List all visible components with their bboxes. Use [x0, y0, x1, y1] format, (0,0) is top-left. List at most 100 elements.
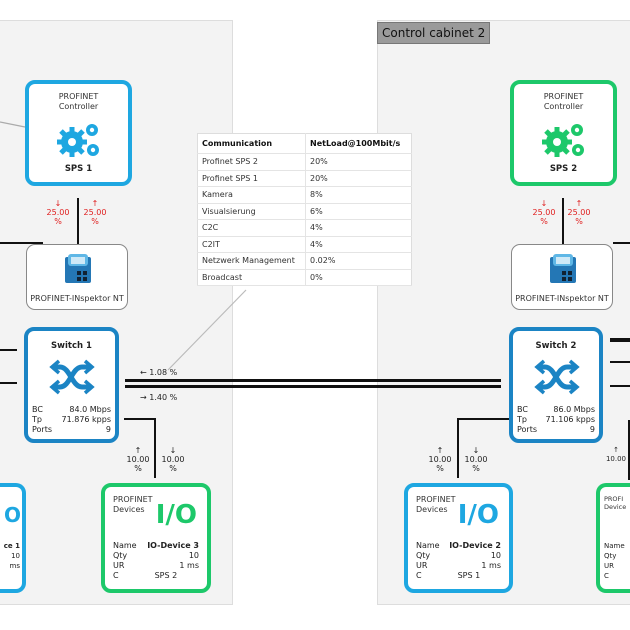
device-qty: Qty [604, 552, 617, 560]
inspector-name: PROFINET-INspektor NT [515, 294, 609, 303]
io-icon: I/O [457, 500, 499, 530]
device-ur: UR [604, 562, 614, 570]
right-io-link [628, 420, 630, 480]
trunk-line-a[interactable] [125, 379, 501, 382]
communication-cell: Profinet SPS 1 [197, 170, 306, 187]
io-device-right-partial[interactable]: PROFI Device Name Qty UR C [596, 483, 630, 593]
netload-cell: 20% [305, 170, 412, 187]
trunk-load-right: → 1.40 % [140, 393, 178, 402]
shuffle-icon [534, 359, 580, 395]
netload-cell: 4% [305, 219, 412, 237]
controller-type: PROFINET Controller [58, 92, 99, 111]
inspector-2[interactable]: PROFINET-INspektor NT [511, 244, 613, 310]
io3-up-load: ↑10.00% [126, 446, 150, 473]
gears-icon [57, 124, 99, 157]
netload-cell: 8% [305, 186, 412, 204]
communication-cell: Profinet SPS 2 [197, 153, 306, 171]
column-header-netload: NetLoad@100Mbit/s [305, 133, 412, 154]
uplink-line [0, 121, 26, 128]
netload-cell: 4% [305, 236, 412, 253]
device-qty: 10 [11, 552, 20, 560]
sw2-io2-link-v [457, 418, 459, 478]
netload-cell: 20% [305, 153, 412, 171]
inspector-1[interactable]: PROFINET-INspektor NT [26, 244, 128, 310]
sw1-left-link-a [0, 349, 17, 351]
device-type: PROFI Device [604, 495, 627, 511]
gears-icon [542, 124, 584, 157]
communication-cell: C2C [197, 219, 306, 237]
inspector-device-icon [65, 254, 91, 283]
controller-sps2[interactable]: PROFINET Controller SPS 2 [510, 80, 617, 186]
netload-cell: 6% [305, 203, 412, 220]
controller-sps1[interactable]: PROFINET Controller SPS 1 [25, 80, 132, 186]
control-cabinet-2-label: Control cabinet 2 [377, 22, 491, 44]
table-pointer-line [167, 289, 247, 371]
device-type: PROFINET Devices [113, 495, 153, 514]
device-name: Name [604, 542, 625, 550]
sps2-link [562, 198, 564, 244]
sps1-link [77, 198, 79, 244]
io-device-1-partial[interactable]: O ce 1 10 ms [0, 483, 26, 593]
io3-down-load: ↓10.00% [161, 446, 185, 473]
trunk-line-b[interactable] [125, 385, 501, 388]
communication-cell: Kamera [197, 186, 306, 204]
inspector-name: PROFINET-INspektor NT [30, 294, 124, 303]
controller-type: PROFINET Controller [543, 92, 584, 111]
communication-cell: Broadcast [197, 269, 306, 286]
netload-cell: 0.02% [305, 252, 412, 270]
sw2-right-a [610, 361, 630, 363]
device-type: PROFINET Devices [416, 495, 456, 514]
controller-name: SPS 2 [549, 164, 578, 174]
switch-name: Switch 2 [535, 341, 577, 351]
communication-cell: Netzwerk Management [197, 252, 306, 270]
sps2-up-load: ↑25.00% [567, 199, 591, 226]
communication-cell: Visualsierung [197, 203, 306, 220]
io-icon: O [3, 503, 21, 527]
sps1-up-load: ↑25.00% [83, 199, 107, 226]
io2-down-load: ↓10.00% [464, 446, 488, 473]
trunk-load-left: ← 1.08 % [140, 368, 178, 377]
sps1-down-load: ↓25.00% [46, 199, 70, 226]
io2-up-load: ↑10.00% [428, 446, 452, 473]
device-name: ce 1 [3, 542, 20, 550]
device-ur: ms [9, 562, 20, 570]
device-controller: C [604, 572, 609, 580]
sw1-left-link-b [0, 382, 17, 384]
sw2-right-b [610, 385, 630, 387]
right-io-up-load: ↑10.00 [605, 446, 627, 463]
switch-name: Switch 1 [51, 341, 92, 351]
sw2-right-thick [610, 338, 630, 342]
sw2-io2-link-h [457, 418, 509, 420]
column-header-communication: Communication [197, 133, 306, 154]
right-link [613, 242, 630, 244]
sw1-io3-link-h [124, 418, 156, 420]
controller-name: SPS 1 [64, 164, 93, 174]
netload-cell: 0% [305, 269, 412, 286]
left-link [0, 242, 43, 244]
inspector-device-icon [550, 254, 576, 283]
